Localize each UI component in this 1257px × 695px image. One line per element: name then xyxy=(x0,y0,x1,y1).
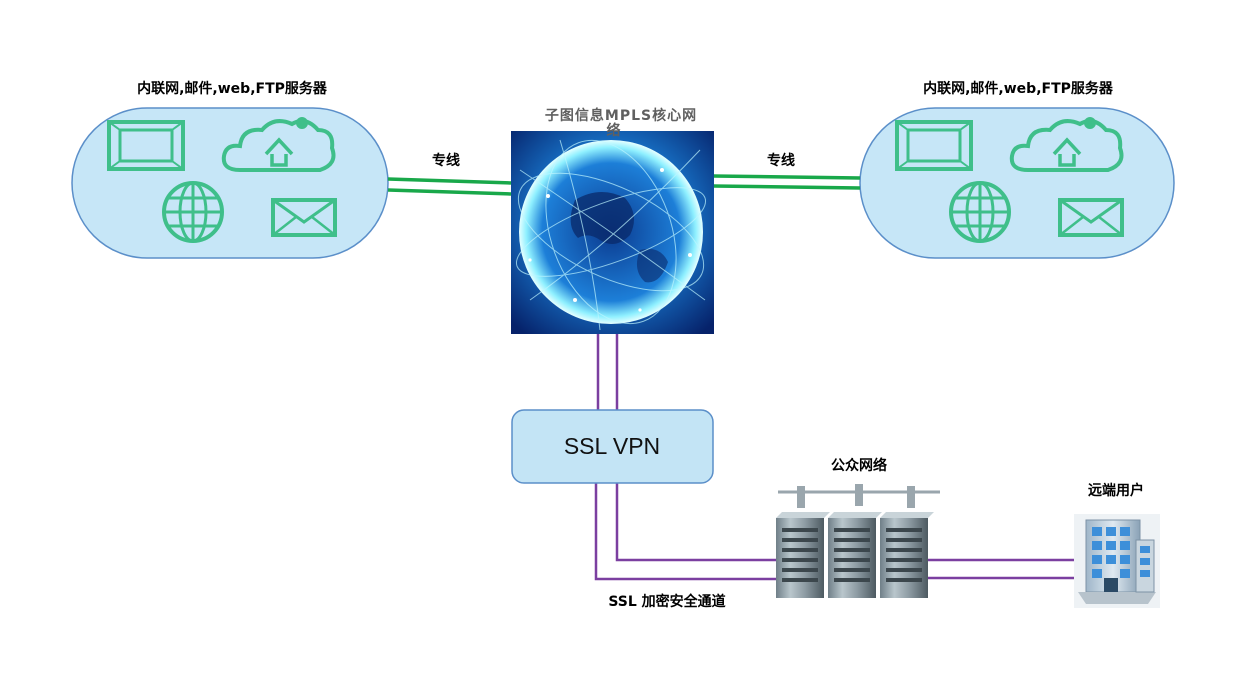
monitor-icon xyxy=(895,120,973,171)
right-site: 内联网,邮件,web,FTP服务器 xyxy=(859,80,1175,259)
ssl-tunnel-link xyxy=(594,483,776,581)
public-to-remote-link xyxy=(914,558,1076,580)
left-site-capsule xyxy=(71,107,389,259)
public-network-label: 公众网络 xyxy=(831,457,887,474)
remote-user-label: 远端用户 xyxy=(1088,482,1144,499)
envelope-icon xyxy=(1058,198,1124,237)
right-line-label: 专线 xyxy=(767,152,795,169)
left-site: 内联网,邮件,web,FTP服务器 xyxy=(71,80,389,259)
server-rack-icon xyxy=(880,512,934,598)
office-building-icon xyxy=(1074,514,1160,608)
globe-icon xyxy=(162,181,224,243)
cloud-upload-icon xyxy=(221,117,336,172)
core-network-title: 子图信息MPLS核心网 xyxy=(545,107,697,124)
cloud-upload-icon xyxy=(1009,117,1124,172)
ssl-vpn-box xyxy=(511,409,714,484)
right-dedicated-line xyxy=(712,174,861,190)
remote-user: 远端用户 xyxy=(1074,482,1160,608)
ssl-vpn-gateway: SSL VPN xyxy=(511,409,714,484)
core-to-vpn-link xyxy=(596,334,619,410)
public-network: 公众网络 xyxy=(776,457,940,598)
server-rack-icon xyxy=(776,512,830,598)
left-line-label: 专线 xyxy=(432,152,460,169)
ssl-vpn-label: SSL VPN xyxy=(564,433,660,459)
right-site-title: 内联网,邮件,web,FTP服务器 xyxy=(923,80,1114,97)
monitor-icon xyxy=(107,120,185,171)
core-globe-icon xyxy=(511,131,714,334)
core-network-title-wrap: 络 xyxy=(607,122,622,139)
envelope-icon xyxy=(271,198,337,237)
left-site-title: 内联网,邮件,web,FTP服务器 xyxy=(137,80,328,97)
core-network: 子图信息MPLS核心网 xyxy=(511,107,714,334)
globe-icon xyxy=(949,181,1011,243)
left-dedicated-line xyxy=(387,177,512,196)
ssl-tunnel-label: SSL 加密安全通道 xyxy=(608,593,725,610)
server-rack-icon xyxy=(828,512,882,598)
